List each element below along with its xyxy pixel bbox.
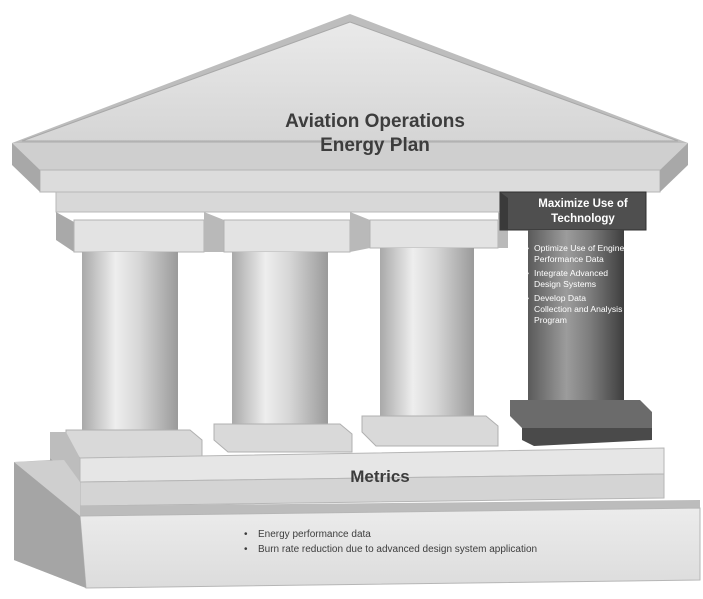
pillar-4-item: Develop Data Collection and Analysis Pro… — [526, 293, 626, 327]
pillar-4-title-line-1: Maximize Use of — [538, 198, 628, 210]
pillar-2 — [232, 252, 328, 446]
diagram-title-line-2: Energy Plan — [320, 135, 430, 156]
pillar-plinths — [65, 415, 499, 459]
metrics-item-list: Energy performance data Burn rate reduct… — [240, 527, 570, 557]
pillar-4-item: Optimize Use of Engine Performance Data — [526, 243, 626, 266]
pillar-4-item-list: Optimize Use of Engine Performance Data … — [526, 243, 626, 329]
pillar-4-item: Integrate Advanced Design Systems — [526, 268, 626, 291]
metrics-item: Burn rate reduction due to advanced desi… — [240, 542, 570, 557]
pillar-4-title-line-2: Technology — [551, 213, 615, 225]
metrics-item: Energy performance data — [240, 527, 570, 542]
pillar-3 — [380, 248, 474, 438]
pillar-capitals — [73, 212, 508, 253]
metrics-title: Metrics — [350, 467, 410, 486]
roof — [12, 14, 688, 193]
diagram-title-line-1: Aviation Operations — [285, 111, 465, 132]
pillar-4-title: Maximize Use of Technology — [523, 197, 643, 227]
diagram-title: Aviation Operations Energy Plan — [230, 110, 520, 158]
pillar-1 — [82, 252, 178, 452]
architrave — [55, 191, 647, 252]
